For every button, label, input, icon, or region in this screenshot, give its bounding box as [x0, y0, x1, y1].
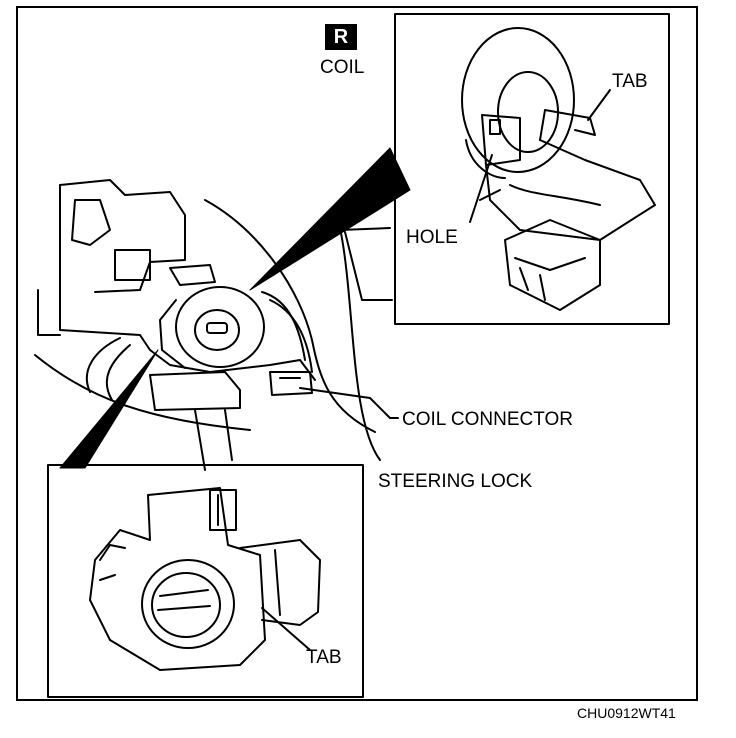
coil-callout-leader	[249, 147, 411, 291]
diagram-frame	[16, 6, 698, 701]
coil-detail-box	[394, 13, 670, 325]
tab-label-bottom: TAB	[306, 647, 342, 668]
hole-label: HOLE	[406, 227, 458, 248]
steering-lock-label: STEERING LOCK	[378, 471, 533, 492]
coil-connector-label: COIL CONNECTOR	[402, 409, 574, 430]
tab-label-top: TAB	[612, 71, 648, 92]
steering-lock-detail-box	[47, 464, 364, 698]
steering-column-assembly	[34, 179, 393, 471]
steering-lock-detail-drawing	[89, 487, 321, 671]
figure-code: CHU0912WT41	[577, 705, 676, 721]
coil-connector-pointer	[299, 387, 399, 419]
steering-lock-callout-leader	[59, 349, 159, 469]
coil-label: COIL	[320, 57, 365, 78]
coil-detail-drawing	[461, 27, 656, 311]
detail-r-badge: R	[325, 24, 357, 50]
